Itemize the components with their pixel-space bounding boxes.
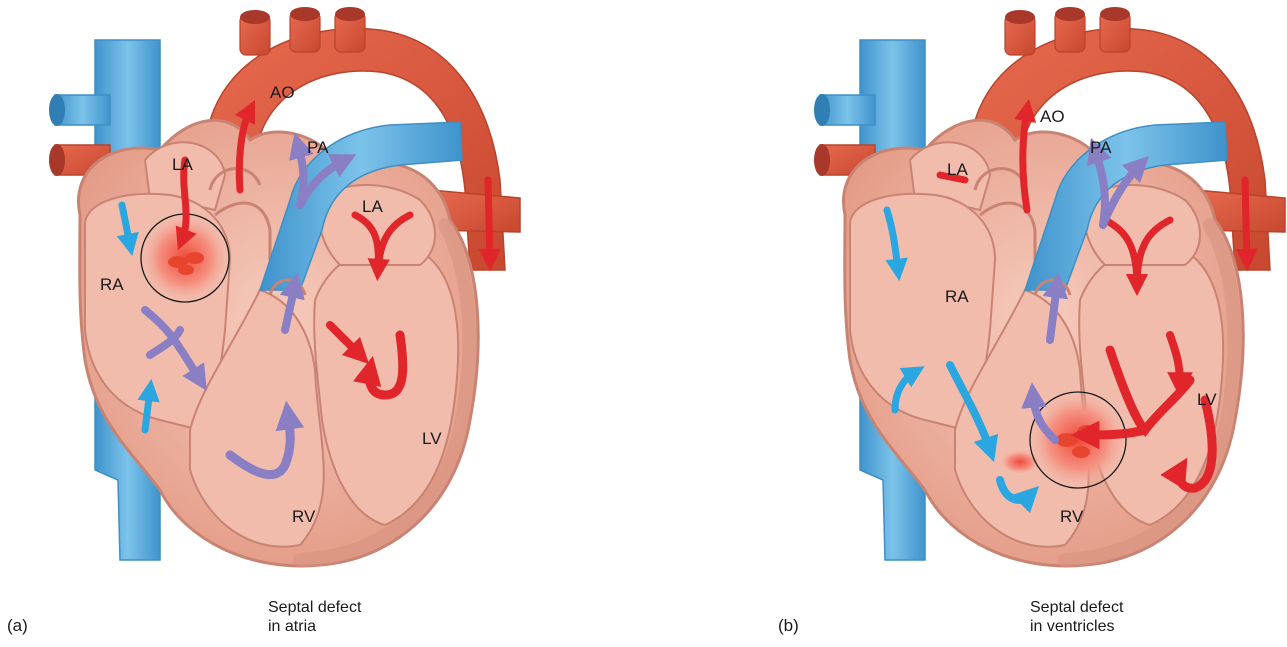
caption-a: Septal defect in atria xyxy=(268,598,361,636)
label-ao-a: AO xyxy=(270,83,295,102)
label-rv-a: RV xyxy=(292,507,316,526)
label-ra-b: RA xyxy=(945,287,969,306)
blue-arrow-ra-bottom xyxy=(145,390,150,430)
caption-a-line1: Septal defect xyxy=(268,598,361,617)
panel-label-b: (b) xyxy=(778,616,799,636)
label-ra-a: RA xyxy=(100,275,124,294)
panel-label-a: (a) xyxy=(7,616,28,636)
label-la-right-a: LA xyxy=(362,197,383,216)
red-arrow-shunt xyxy=(1085,430,1145,435)
label-pa-a: PA xyxy=(307,138,329,157)
red-arrow-descending-b xyxy=(1245,180,1247,260)
label-rv-b: RV xyxy=(1060,507,1084,526)
red-arrow-descending xyxy=(488,180,490,260)
heart-illustration-b xyxy=(814,7,1285,566)
caption-b-line1: Septal defect xyxy=(1030,598,1123,617)
panel-a: AO PA LA LA RA LV RV xyxy=(49,7,520,566)
label-pa-b: PA xyxy=(1090,138,1112,157)
caption-b: Septal defect in ventricles xyxy=(1030,598,1123,636)
label-lv-b: LV xyxy=(1197,390,1217,409)
label-la-left-a: LA xyxy=(172,155,193,174)
label-la-b: LA xyxy=(947,160,968,179)
label-lv-a: LV xyxy=(422,429,442,448)
caption-a-line2: in atria xyxy=(268,617,361,636)
caption-b-line2: in ventricles xyxy=(1030,617,1123,636)
panel-b: AO PA LA RA LV RV xyxy=(814,7,1285,566)
label-ao-b: AO xyxy=(1040,107,1065,126)
